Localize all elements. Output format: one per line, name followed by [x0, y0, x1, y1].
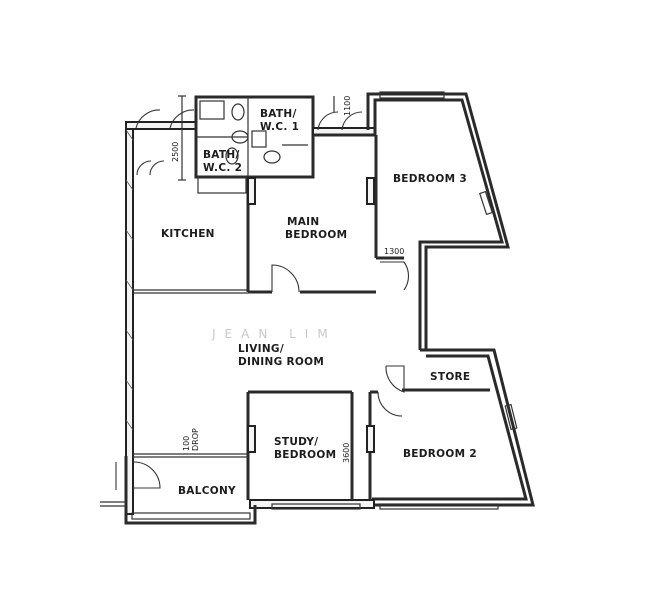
room-labels: BATH/ W.C. 1 BATH/ W.C. 2 BEDROOM 3 KITC…: [161, 108, 477, 497]
bath2-label-1: BATH/: [203, 149, 240, 161]
dimension-labels: 2500 1100 1300 3600 100 DROP: [171, 96, 404, 463]
dimension-marks: [178, 95, 335, 181]
dim-1100: 1100: [343, 96, 352, 116]
watermark: JEAN LIM: [211, 327, 337, 341]
study-label-1: STUDY/: [274, 436, 318, 448]
balcony-label: BALCONY: [178, 485, 236, 497]
main-bedroom-label-2: BEDROOM: [285, 229, 347, 241]
bath1-label-1: BATH/: [260, 108, 297, 120]
bath1-label-2: W.C. 1: [260, 121, 299, 133]
bath2-label-2: W.C. 2: [203, 162, 242, 174]
balcony-drop-1: 100: [182, 436, 191, 451]
dim-2500: 2500: [171, 142, 180, 162]
doors: [115, 109, 410, 490]
main-bedroom-label-1: MAIN: [287, 216, 319, 228]
living-label-2: DINING ROOM: [238, 356, 324, 368]
bedroom2-label: BEDROOM 2: [403, 448, 477, 460]
dim-3600: 3600: [342, 443, 351, 463]
interior-walls: [133, 133, 490, 500]
bath-fixtures: [197, 100, 308, 194]
dim-1300: 1300: [384, 247, 404, 256]
store-label: STORE: [430, 371, 470, 383]
outer-walls: [100, 91, 535, 525]
balcony-drop-2: DROP: [191, 428, 200, 451]
study-label-2: BEDROOM: [274, 449, 336, 461]
bedroom3-label: BEDROOM 3: [393, 173, 467, 185]
living-label-1: LIVING/: [238, 343, 284, 355]
kitchen-label: KITCHEN: [161, 228, 215, 240]
